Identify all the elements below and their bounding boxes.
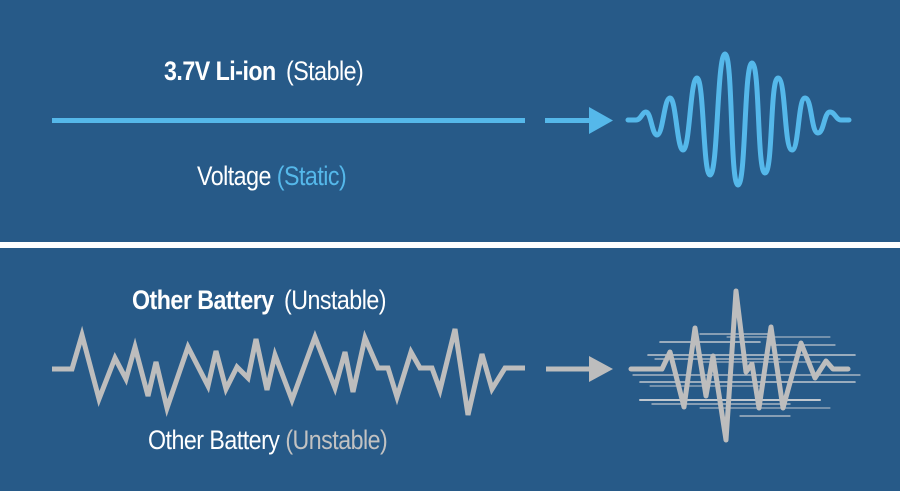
unstable-distorted-wave	[628, 288, 851, 443]
stability-label: (Unstable)	[284, 285, 386, 315]
battery-type-label: Other Battery	[132, 285, 274, 315]
arrow-right-icon	[545, 107, 613, 134]
stable-sine-wave	[625, 51, 852, 188]
battery-type-label: 3.7V Li-ion	[164, 56, 276, 86]
stable-battery-title: 3.7V Li-ion (Stable)	[164, 56, 364, 87]
caption-main: Voltage	[197, 161, 271, 191]
unstable-battery-title: Other Battery (Unstable)	[132, 285, 386, 316]
section-divider	[0, 242, 900, 248]
unstable-voltage-line	[52, 325, 525, 417]
caption-qualifier: (Static)	[276, 161, 347, 191]
caption-main: Other Battery	[148, 425, 280, 455]
arrow-right-icon	[546, 356, 613, 382]
noise-streaks	[632, 333, 861, 417]
caption-qualifier: (Unstable)	[285, 425, 388, 455]
stability-label: (Stable)	[286, 56, 364, 86]
stable-caption: Voltage (Static)	[197, 161, 347, 192]
unstable-caption: Other Battery (Unstable)	[148, 425, 388, 456]
